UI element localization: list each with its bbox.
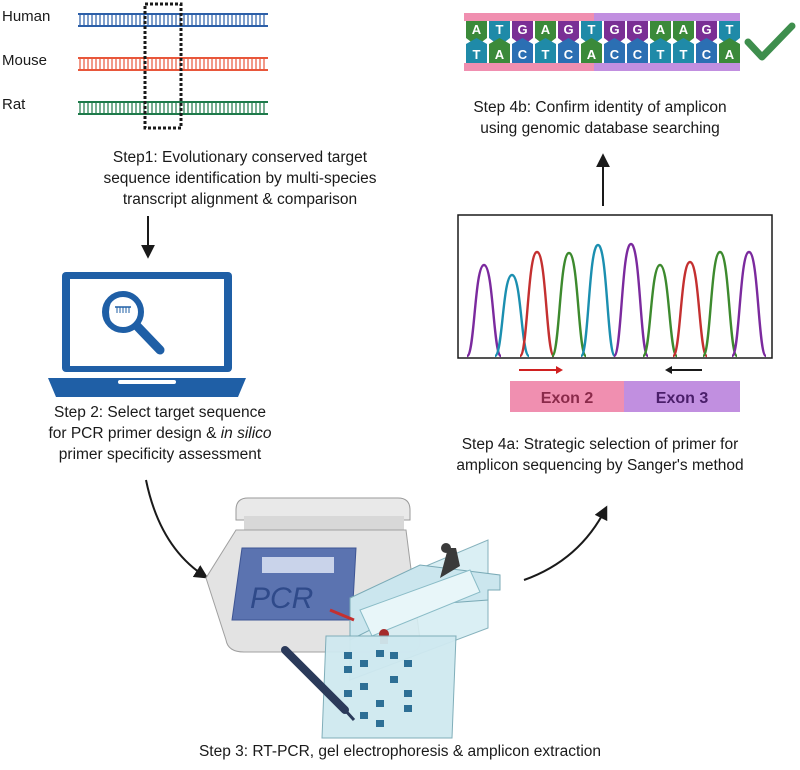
- chromatogram: [457, 214, 773, 359]
- exon2-block: [510, 381, 624, 412]
- sequence-tile-bottom: [604, 38, 625, 63]
- pcr-label: PCR: [250, 582, 313, 615]
- laptop-icon: [48, 272, 246, 397]
- nucleotide-bottom: C: [610, 47, 620, 62]
- nucleotide-bottom: A: [587, 47, 597, 62]
- sequence-tile-top: [627, 21, 648, 46]
- sequence-tile-top: [604, 21, 625, 46]
- nucleotide-top: G: [517, 22, 527, 37]
- nucleotide-top: T: [588, 22, 596, 37]
- step2-line2: for PCR primer design & in silico: [0, 423, 320, 444]
- magnifier-icon: [102, 291, 165, 355]
- dna-mouse: [78, 57, 268, 71]
- nucleotide-bottom: C: [518, 47, 528, 62]
- exon-bar: Exon 2 Exon 3: [510, 366, 740, 412]
- nucleotide-top: A: [679, 22, 689, 37]
- step4b-line1: Step 4b: Confirm identity of amplicon: [473, 99, 727, 116]
- nucleotide-bottom: C: [564, 47, 574, 62]
- step1-text: Step1: Evolutionary conserved target seq…: [80, 147, 400, 210]
- check-icon: [744, 22, 796, 61]
- step1-line2: sequence identification by multi-species: [103, 170, 377, 187]
- species-label-human: Human: [2, 8, 51, 25]
- nucleotide-bottom: T: [542, 47, 550, 62]
- sequence-tile-bottom: [696, 38, 717, 63]
- nucleotide-bottom: T: [473, 47, 481, 62]
- sequence-tile-bottom: [466, 38, 487, 63]
- step2-line2-italic: in silico: [220, 425, 272, 442]
- chromatogram-peaks: [465, 242, 768, 358]
- sequence-tile-top: [719, 21, 740, 46]
- step4b-line2: using genomic database searching: [480, 120, 720, 137]
- sequence-tile-bottom: [581, 38, 602, 63]
- chromatogram-peak: [701, 250, 739, 358]
- dna-human: [78, 13, 268, 27]
- sequence-tile-top: [466, 21, 487, 46]
- chromatogram-peak: [579, 243, 617, 358]
- sequence-tile-bottom: [627, 38, 648, 63]
- nucleotide-bottom: T: [657, 47, 665, 62]
- step3-text: Step 3: RT-PCR, gel electrophoresis & am…: [198, 743, 602, 760]
- step2-line2-a: for PCR primer design &: [48, 425, 221, 442]
- species-label-rat: Rat: [2, 96, 26, 113]
- exon3-block: [624, 381, 740, 412]
- sequence-tile-bottom: [719, 38, 740, 63]
- nucleotide-bottom: T: [680, 47, 688, 62]
- nucleotide-bottom: C: [702, 47, 712, 62]
- chromatogram-peak: [612, 242, 650, 358]
- sequence-tile-top: [512, 21, 533, 46]
- nucleotide-top: G: [701, 22, 711, 37]
- step2-line3: primer specificity assessment: [58, 446, 262, 463]
- sequence-tile-top: [650, 21, 671, 46]
- step1-line1: Step1: Evolutionary conserved target: [112, 149, 368, 166]
- nucleotide-bottom: C: [633, 47, 643, 62]
- exon2-label: Exon 2: [541, 390, 594, 407]
- chromatogram-peak: [671, 260, 709, 358]
- nucleotide-bottom: A: [495, 47, 505, 62]
- nucleotide-top: T: [496, 22, 504, 37]
- exon3-label: Exon 3: [656, 390, 709, 407]
- sequence-tile-top: [489, 21, 510, 46]
- sequence-tile-bottom: [650, 38, 671, 63]
- chromatogram-peak: [641, 263, 679, 358]
- nucleotide-top: T: [726, 22, 734, 37]
- sequence-tile-top: [558, 21, 579, 46]
- nucleotide-top: G: [632, 22, 642, 37]
- chromatogram-peak: [518, 250, 556, 358]
- nucleotide-top: G: [563, 22, 573, 37]
- sequence-tile-bottom: [673, 38, 694, 63]
- species-label-mouse: Mouse: [2, 52, 48, 69]
- sequence-tile-top: [673, 21, 694, 46]
- nucleotide-top: A: [656, 22, 666, 37]
- sequence-tile-top: [581, 21, 602, 46]
- nucleotide-top: A: [541, 22, 551, 37]
- sequence-tile-bottom: [489, 38, 510, 63]
- chromatogram-peak: [550, 251, 588, 358]
- step1-line3: transcript alignment & comparison: [122, 191, 358, 208]
- step4b-text: Step 4b: Confirm identity of amplicon us…: [430, 97, 770, 139]
- sequence-tile-bottom: [558, 38, 579, 63]
- step4a-line2: amplicon sequencing by Sanger's method: [456, 457, 744, 474]
- sequence-tile-top: [535, 21, 556, 46]
- step2-line1: Step 2: Select target sequence: [54, 404, 266, 421]
- conserved-region-box: [143, 2, 183, 130]
- dna-alignment: [78, 2, 268, 130]
- sequence-tile-bottom: [535, 38, 556, 63]
- sequence-tile-top: [696, 21, 717, 46]
- gel-tank-icon: [281, 539, 501, 739]
- nucleotide-top: G: [609, 22, 619, 37]
- nucleotide-bottom: A: [725, 47, 735, 62]
- sequence-tile-bottom: [512, 38, 533, 63]
- chromatogram-peak: [465, 263, 503, 358]
- chromatogram-peak: [730, 250, 768, 358]
- nucleotide-top: A: [472, 22, 482, 37]
- dna-rat: [78, 101, 268, 115]
- step4a-text: Step 4a: Strategic selection of primer f…: [410, 434, 790, 476]
- step2-text: Step 2: Select target sequence for PCR p…: [0, 402, 320, 465]
- arrow-step3-step4a: [523, 505, 608, 581]
- arrow-step2-step3: [145, 479, 209, 579]
- step4a-line1: Step 4a: Strategic selection of primer f…: [461, 436, 739, 453]
